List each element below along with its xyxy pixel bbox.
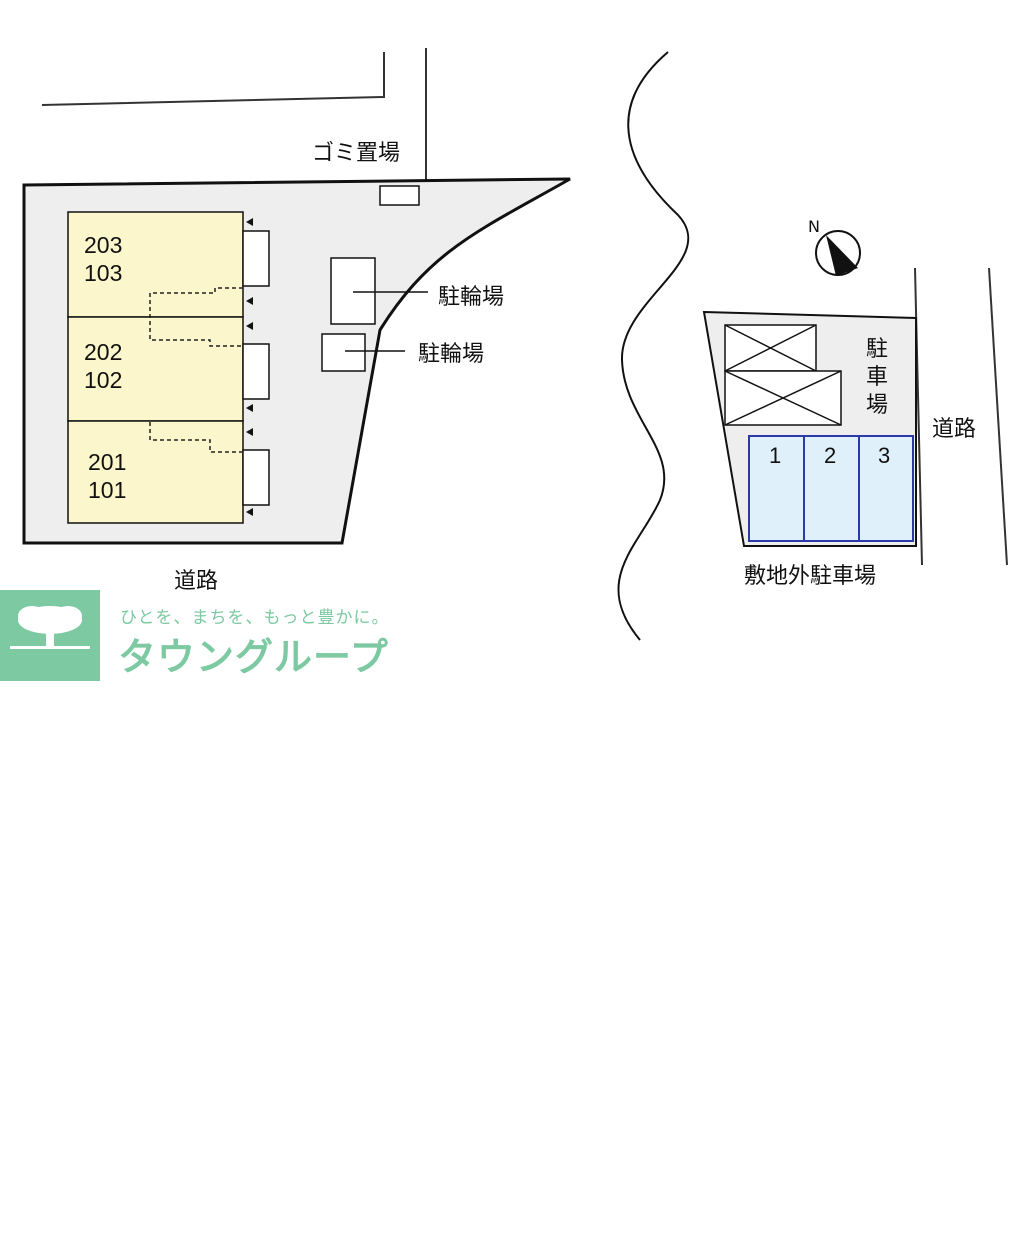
parking-label-vertical: 車 [866,365,888,390]
parking-slot-number: 2 [824,443,836,468]
bicycle-parking-1 [330,257,376,325]
brand-tagline: ひとを、まちを、もっと豊かに。 [120,608,390,628]
brand-name-en: TOWN GROUP [6,1248,83,1260]
parking-label-vertical: 駐 [866,337,888,362]
garbage-area [379,185,420,206]
garbage-label: ゴミ置場 [312,141,400,166]
site-map: ゴミ置場 203 103 202 102 201 101 駐輪場 駐 [22,48,1008,641]
parking-slots: 1 2 3 [748,435,914,542]
road-label-right: 道路 [932,417,976,442]
unit-number: 201 [88,449,126,475]
parking-slot-number: 3 [878,443,890,468]
parking-slot-number: 1 [769,443,781,468]
compass-needle [826,235,858,276]
parking-slot-2 [803,435,860,542]
parking-slot-1 [748,435,805,542]
unit-number: 101 [88,477,126,503]
balcony [242,449,270,506]
brand-name: タウングループ [118,635,389,679]
brand-logo: TOWN GROUP [0,590,100,1260]
unit-block-203-103 [67,211,244,318]
unit-block-201-101 [67,420,244,524]
wavy-separator [617,51,690,641]
unit-block-202-102 [67,316,244,422]
boundary-line [41,52,385,106]
parking-slot-3 [858,435,914,542]
balcony [242,343,270,400]
stair-path [149,287,243,347]
tree-icon [10,606,90,649]
road-label-bottom: 道路 [174,569,218,594]
unit-number: 103 [84,260,122,286]
unit-number: 203 [84,232,122,258]
compass-north-label: N [808,217,820,236]
entrance-arrows [246,218,253,516]
stair-path [149,422,243,453]
building: 203 103 202 102 201 101 [67,211,270,524]
bicycle-parking-2 [321,333,366,372]
unit-number: 102 [84,367,122,393]
balcony [242,230,270,287]
offsite-parking-label: 敷地外駐車場 [744,564,876,589]
parking-label-vertical: 場 [866,393,888,418]
bicycle-parking-label-1: 駐輪場 [438,285,504,310]
road-line [988,267,1008,566]
bicycle-parking-label-2: 駐輪場 [418,342,484,367]
compass: N [808,217,861,276]
adjacent-building [724,324,842,426]
unit-number: 202 [84,339,122,365]
